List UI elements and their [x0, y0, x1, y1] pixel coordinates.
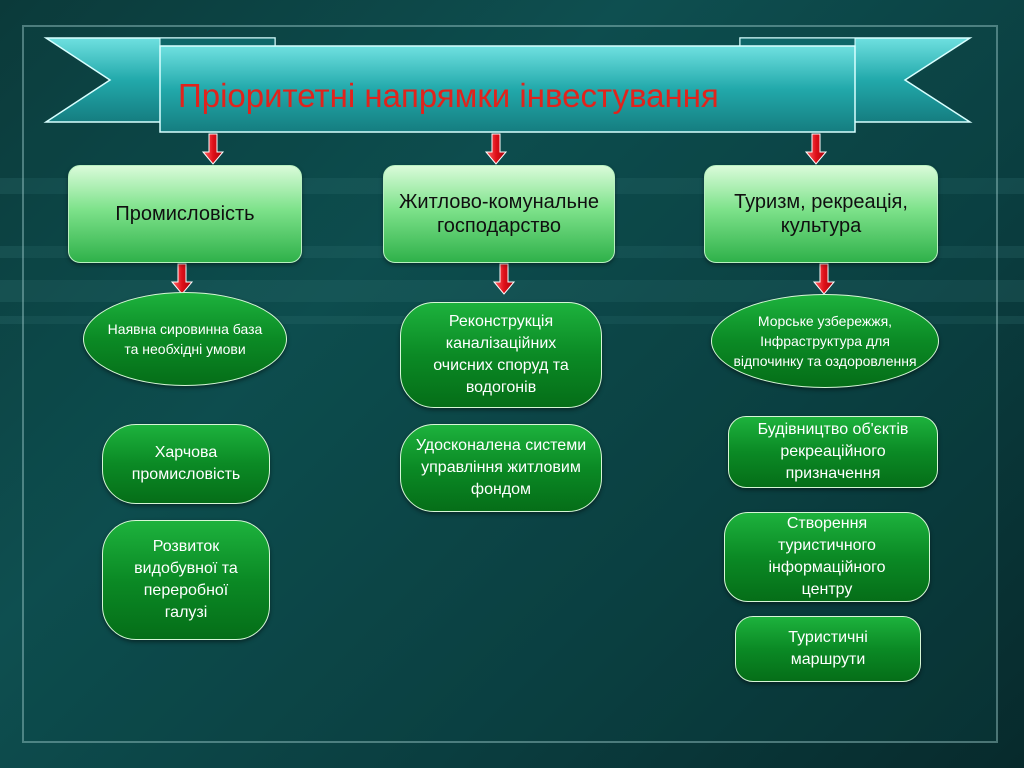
item-tourist-routes: Туристичні маршрути: [735, 616, 921, 682]
arrow-down-icon: [170, 133, 836, 295]
item-mining: Розвиток видобувної та переробної галузі: [102, 520, 270, 640]
item-seacoast: Морське узбережжя, Інфраструктура для ві…: [711, 294, 939, 388]
category-industry: Промисловість: [68, 165, 302, 263]
page-title: Пріоритетні напрямки інвестування: [178, 77, 719, 114]
item-housing-management: Удосконалена системи управління житловим…: [400, 424, 602, 512]
item-tourist-info-center: Створення туристичного інформаційного це…: [724, 512, 930, 602]
bg-stripe: [0, 280, 1024, 302]
category-tourism: Туризм, рекреація, культура: [704, 165, 938, 263]
item-raw-base: Наявна сировинна база та необхідні умови: [83, 292, 287, 386]
category-housing: Житлово-комунальне господарство: [383, 165, 615, 263]
item-food-industry: Харчова промисловість: [102, 424, 270, 504]
item-sewage-reconstruction: Реконструкція каналізаційних очисних спо…: [400, 302, 602, 408]
item-recreation-construction: Будівництво об'єктів рекреаційного призн…: [728, 416, 938, 488]
